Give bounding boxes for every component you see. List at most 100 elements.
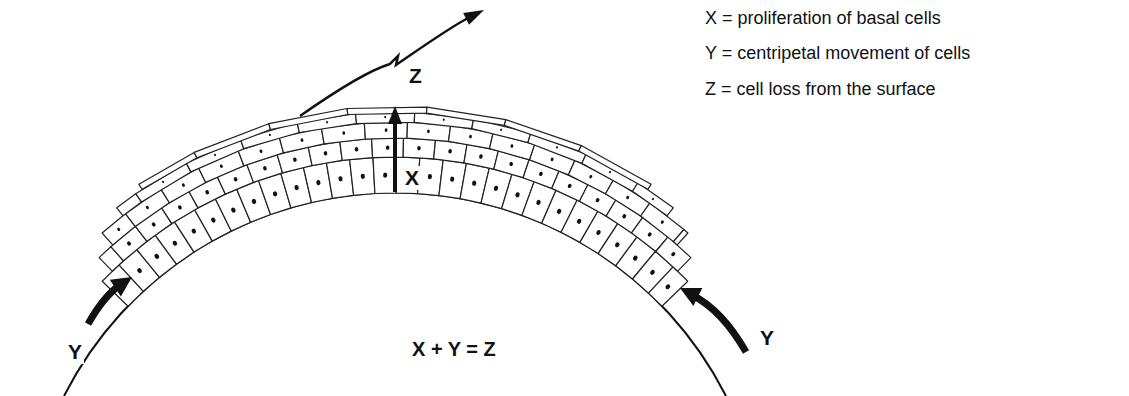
cell-nucleus — [162, 180, 165, 183]
cell-nucleus — [210, 217, 216, 224]
cell-nucleus — [427, 129, 430, 133]
cell-nucleus — [450, 176, 455, 182]
epithelial-cell — [372, 138, 404, 158]
cell-nucleus — [556, 208, 562, 214]
epithelial-cell — [347, 107, 427, 114]
cell-nucleus — [300, 138, 304, 142]
legend-text: Y = centripetal movement of cells — [705, 43, 970, 64]
cell-nucleus — [479, 154, 483, 159]
cell-nucleus — [493, 185, 498, 191]
cell-nucleus — [360, 174, 365, 180]
z-arrow-line — [300, 17, 470, 116]
y-arrow-right — [692, 295, 746, 352]
cell-nucleus — [326, 121, 328, 124]
cell-nucleus — [214, 153, 217, 156]
cell-nucleus — [665, 283, 672, 290]
cell-nucleus — [126, 241, 132, 247]
arrow-letter: Y — [758, 326, 776, 350]
cell-nucleus — [181, 183, 185, 188]
cell-nucleus — [151, 222, 156, 228]
arrowhead — [388, 106, 402, 124]
cell-nucleus — [614, 241, 620, 248]
arrow-letter: Z — [407, 64, 424, 88]
cell-nucleus — [500, 128, 503, 131]
cell-nucleus — [355, 147, 359, 152]
epithelial-cell — [579, 146, 651, 190]
cell-nucleus — [509, 161, 514, 166]
y-arrow-left — [88, 285, 120, 324]
cell-nucleus — [342, 131, 345, 135]
cell-nucleus — [191, 228, 197, 235]
cell-nucleus — [116, 227, 120, 232]
cell-nucleus — [576, 218, 582, 225]
cell-nucleus — [626, 195, 630, 200]
cell-nucleus — [251, 198, 257, 204]
cell-nucleus — [136, 267, 143, 274]
cell-nucleus — [649, 269, 656, 276]
cell-nucleus — [651, 197, 654, 200]
cell-nucleus — [510, 144, 514, 148]
cell-nucleus — [472, 180, 477, 186]
arrow-letter: X — [403, 166, 421, 190]
epithelial-cell — [674, 230, 688, 245]
cell-nucleus — [448, 149, 452, 154]
cell-nucleus — [316, 180, 321, 186]
arrowhead — [463, 10, 484, 25]
cell-nucleus — [219, 164, 223, 168]
epithelial-cell — [350, 158, 375, 196]
cell-nucleus — [515, 192, 521, 198]
arrowheads — [110, 10, 703, 306]
arrow-letter: Y — [66, 340, 84, 364]
cell-nucleus — [622, 213, 627, 219]
cell-nucleus — [589, 174, 593, 178]
cell-nucleus — [428, 174, 433, 180]
cell-nucleus — [272, 191, 278, 197]
cell-nucleus — [145, 205, 149, 210]
epithelial-cell — [326, 160, 353, 199]
cell-nucleus — [233, 176, 238, 181]
epithelial-cell — [649, 267, 688, 307]
cell-nucleus — [536, 199, 542, 205]
cell-nucleus — [384, 116, 386, 118]
epithelial-cell — [364, 122, 407, 139]
epithelial-cell — [373, 157, 396, 194]
equation: X + Y = Z — [412, 338, 496, 361]
cell-nucleus — [154, 253, 161, 260]
cell-nucleus — [230, 207, 236, 213]
cell-nucleus — [469, 135, 472, 139]
cell-nucleus — [670, 251, 676, 257]
cell-nucleus — [294, 185, 299, 191]
cell-nucleus — [595, 197, 600, 203]
cell-nucleus — [323, 151, 327, 156]
cell-nucleus — [538, 171, 543, 176]
cell-nucleus — [567, 183, 572, 189]
cell-nucleus — [177, 205, 182, 211]
epithelial-cell — [633, 183, 674, 216]
cell-nucleus — [417, 146, 421, 151]
cell-nucleus — [293, 157, 298, 162]
cell-nucleus — [595, 229, 601, 236]
cell-nucleus — [269, 133, 272, 136]
corneal-surface-arc — [64, 193, 726, 396]
cell-nucleus — [263, 166, 268, 171]
arrowhead — [680, 288, 702, 306]
cell-nucleus — [383, 172, 387, 177]
epithelial-cell — [139, 152, 197, 189]
cell-nucleus — [385, 128, 388, 132]
cell-nucleus — [647, 232, 653, 238]
cell-nucleus — [556, 146, 559, 149]
cell-nucleus — [632, 255, 639, 262]
x-arrow-shaft — [393, 122, 397, 192]
cell-nucleus — [338, 176, 343, 182]
epithelial-cell — [194, 124, 270, 158]
cell-nucleus — [205, 189, 210, 195]
cell-nucleus — [443, 118, 445, 121]
legend-text: Z = cell loss from the surface — [705, 79, 936, 100]
cell-nucleus — [550, 157, 554, 161]
cell-nucleus — [609, 171, 612, 174]
cell-nucleus — [386, 145, 390, 149]
epithelial-cell — [504, 120, 581, 152]
epithelial-cell — [427, 107, 506, 125]
epithelial-cell — [403, 138, 435, 159]
